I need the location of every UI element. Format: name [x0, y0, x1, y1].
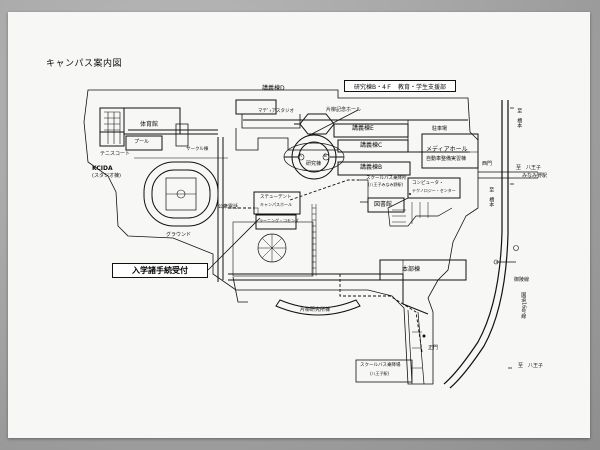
label-kcida: KCIDA	[92, 165, 113, 172]
label-pool: プール	[134, 139, 150, 145]
label-cafeteria: ラーニング・コモンズ	[259, 218, 299, 223]
label-club-house: サークル棟	[186, 147, 209, 152]
label-research-bldg: 研究棟	[306, 161, 322, 167]
label-memorial-hall: 片柳記念ホール	[326, 107, 362, 113]
label-katayanagi-lab: 片柳研究所棟	[300, 307, 331, 313]
label-to-hachioji-minamino: 至 八王子	[516, 165, 542, 171]
label-to-hashimoto-2: 至 橋本	[488, 187, 495, 207]
label-tennis: テニスコート	[100, 151, 131, 157]
label-students-cafe: ステューデント	[260, 195, 292, 200]
label-bus-stop-north: スクールバス乗降所	[366, 176, 407, 181]
label-gym: 体育館	[140, 121, 159, 128]
label-public-phone: 公衆電話	[218, 204, 239, 210]
label-lecture-b: 講義棟B	[360, 164, 383, 171]
label-students-cafe-sub: キャンパスホール	[260, 202, 292, 207]
label-imperial-tomb: 御陵線	[514, 277, 530, 283]
label-main-building: 本部棟	[402, 266, 421, 273]
campus-map-lines	[83, 89, 538, 389]
label-parking: 駐車場	[432, 126, 448, 132]
label-to-hashimoto-1: 至 橋本	[516, 108, 523, 128]
map-title: キャンパス案内図	[46, 59, 123, 69]
label-main-gate: 正門	[428, 345, 439, 351]
label-bus-stop-south-sub: (八王子駅)	[370, 371, 390, 376]
label-library: 図書館	[374, 201, 393, 208]
label-lecture-e: 講義棟E	[352, 125, 374, 132]
label-lecture-d: 講義棟D	[262, 85, 285, 92]
label-computer-center-sub: テクノロジー・センター	[412, 188, 456, 193]
label-west-gate: 西門	[482, 161, 493, 167]
label-hachioji-minamino-sub: みなみ野駅	[522, 173, 548, 179]
label-auto-center: 自動車整備実習棟	[426, 156, 467, 162]
label-computer-center: コンピュータ・	[412, 181, 444, 186]
label-kcida-sub: (スタジオ棟)	[92, 173, 121, 179]
label-bus-stop-south: スクールバス乗降場	[360, 363, 401, 368]
map-sheet: キャンパス案内図 講義棟D 研究棟B・4Ｆ 教育・学生支援部 マテﾞｨアスタジオ…	[8, 12, 590, 438]
label-ground: グラウンド	[166, 232, 192, 238]
label-media-hall: メディアホール	[426, 146, 468, 153]
enrollment-procedure-callout: 入学諸手続受付	[112, 263, 208, 278]
label-national-route: 国道16号線	[520, 292, 527, 319]
label-a-marker: A	[299, 153, 302, 158]
label-to-hachioji: 至 八王子	[518, 363, 544, 369]
label-b-marker: B	[324, 153, 327, 158]
label-lecture-c: 講義棟C	[360, 142, 383, 149]
label-bus-stop-north-sub: (八王子みなみ野駅)	[368, 182, 404, 187]
label-research-b4f: 研究棟B・4Ｆ 教育・学生支援部	[344, 80, 456, 92]
label-media-studio: マテﾞｨアスタジオ	[258, 109, 294, 114]
